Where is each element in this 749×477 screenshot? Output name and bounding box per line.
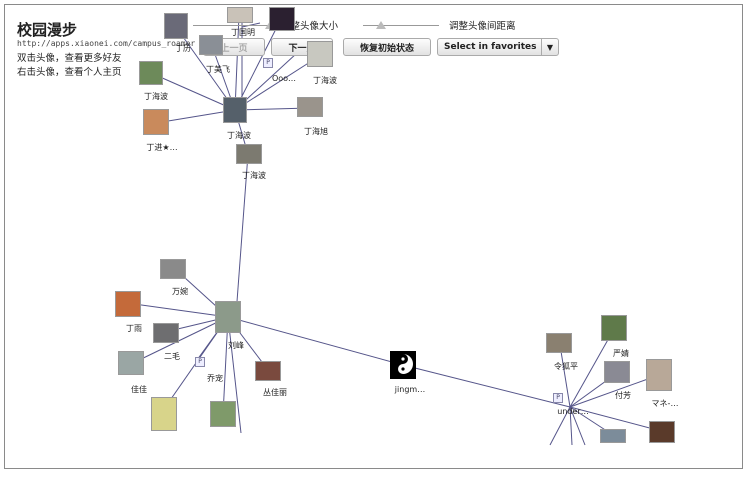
avatar-node[interactable] <box>215 301 241 333</box>
avatar-photo <box>119 352 143 374</box>
avatar-node[interactable] <box>115 291 141 317</box>
avatar-size-slider[interactable] <box>193 25 271 26</box>
avatar-node[interactable] <box>227 7 253 23</box>
avatar-node[interactable] <box>118 351 144 375</box>
avatar-node[interactable] <box>160 259 186 279</box>
avatar-photo <box>228 8 252 22</box>
avatar-photo <box>140 62 162 84</box>
node-label: 丁历 <box>175 44 191 53</box>
app-url: http://apps.xiaonei.com/campus_roamer <box>17 39 196 48</box>
node-label: 万婉 <box>172 287 188 296</box>
avatar-photo <box>647 360 671 390</box>
avatar-node[interactable] <box>153 323 179 343</box>
avatar-photo <box>224 98 246 122</box>
node-label: 丁雨 <box>126 324 142 333</box>
graph-canvas[interactable]: 校园漫步 http://apps.xiaonei.com/campus_roam… <box>4 4 743 469</box>
node-label: 丁进★… <box>146 143 178 152</box>
avatar-node[interactable] <box>600 429 626 443</box>
node-label: 刘峰 <box>228 341 244 350</box>
avatar-node[interactable] <box>143 109 169 135</box>
node-label: 佳佳 <box>131 385 147 394</box>
avatar-photo <box>270 8 294 30</box>
avatar-photo <box>154 324 178 342</box>
favorites-select-value: Select in favorites <box>444 42 537 52</box>
avatar-node[interactable] <box>649 421 675 443</box>
node-label: 二毛 <box>164 352 180 361</box>
avatar-node[interactable] <box>199 35 223 55</box>
hint-right-click: 右击头像，查看个人主页 <box>17 67 122 78</box>
avatar-photo <box>601 430 625 442</box>
avatar-photo <box>152 398 176 430</box>
avatar-node[interactable] <box>604 361 630 383</box>
node-label: 令狐平 <box>554 362 578 371</box>
avatar-node[interactable] <box>546 333 572 353</box>
avatar-node[interactable] <box>255 361 281 381</box>
avatar-distance-slider[interactable] <box>363 25 439 26</box>
avatar-size-label: 调整头像大小 <box>281 21 339 32</box>
avatar-node[interactable] <box>151 397 177 431</box>
avatar-photo <box>216 302 240 332</box>
avatar-photo <box>144 110 168 134</box>
avatar-node[interactable] <box>210 401 236 427</box>
node-label: 丁海波 <box>144 92 168 101</box>
chevron-down-icon: ▼ <box>541 39 558 55</box>
avatar-photo <box>256 362 280 380</box>
node-label: 丁海波 <box>313 76 337 85</box>
avatar-node[interactable] <box>601 315 627 341</box>
avatar-photo <box>237 145 261 163</box>
avatar-distance-label: 调整头像间距离 <box>449 21 516 32</box>
avatar-photo <box>602 316 626 340</box>
avatar-node[interactable] <box>164 13 188 39</box>
avatar-distance-slider-thumb[interactable] <box>376 21 386 29</box>
avatar-photo <box>200 36 222 54</box>
node-label: 严婧 <box>613 349 629 358</box>
profile-icon[interactable]: P <box>195 357 205 367</box>
profile-icon[interactable]: P <box>263 58 273 68</box>
node-label: 乔宠 <box>207 374 223 383</box>
node-label: 丁国明 <box>231 28 255 37</box>
node-label: 丁海波 <box>242 171 266 180</box>
node-label: 丁海旭 <box>304 127 328 136</box>
avatar-photo <box>116 292 140 316</box>
node-label: マネ-… <box>651 399 679 408</box>
favorites-select[interactable]: Select in favorites ▼ <box>437 38 559 56</box>
avatar-photo <box>165 14 187 38</box>
avatar-node[interactable] <box>139 61 163 85</box>
yin-yang-icon <box>390 351 416 379</box>
node-label: jingm… <box>394 385 426 394</box>
profile-icon[interactable]: P <box>553 393 563 403</box>
avatar-photo <box>308 42 332 66</box>
node-label: 丛佳丽 <box>263 388 287 397</box>
avatar-node[interactable] <box>307 41 333 67</box>
node-label: 丁海波 <box>227 131 251 140</box>
node-label: Ooo… <box>271 74 297 83</box>
node-label: 付芳 <box>615 391 631 400</box>
avatar-node[interactable] <box>236 144 262 164</box>
node-label: 丁美飞 <box>206 65 230 74</box>
node-label: under… <box>557 407 589 416</box>
app-title: 校园漫步 <box>17 21 78 39</box>
avatar-node[interactable] <box>223 97 247 123</box>
avatar-photo <box>298 98 322 116</box>
avatar-photo <box>161 260 185 278</box>
avatar-photo <box>650 422 674 442</box>
reset-button[interactable]: 恢复初始状态 <box>343 38 431 56</box>
avatar-photo <box>211 402 235 426</box>
avatar-node[interactable] <box>269 7 295 31</box>
avatar-node[interactable] <box>390 351 416 379</box>
avatar-node[interactable] <box>297 97 323 117</box>
avatar-node[interactable] <box>646 359 672 391</box>
hint-double-click: 双击头像，查看更多好友 <box>17 53 122 64</box>
avatar-photo <box>605 362 629 382</box>
avatar-photo <box>547 334 571 352</box>
